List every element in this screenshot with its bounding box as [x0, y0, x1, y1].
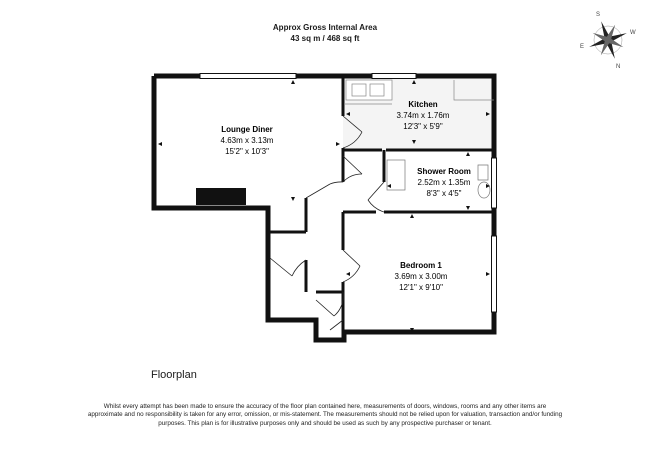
- room-shower: Shower Room 2.52m x 1.35m 8'3" x 4'5": [417, 167, 471, 198]
- chimney-breast: [196, 188, 246, 205]
- bedroom-name: Bedroom 1: [400, 261, 442, 270]
- kitchen-imperial: 12'3" x 5'9": [403, 122, 443, 131]
- room-kitchen: Kitchen 3.74m x 1.76m 12'3" x 5'9": [397, 100, 450, 131]
- room-bedroom: Bedroom 1 3.69m x 3.00m 12'1" x 9'10": [395, 261, 448, 292]
- bedroom-imperial: 12'1" x 9'10": [399, 283, 443, 292]
- kitchen-metric: 3.74m x 1.76m: [397, 111, 450, 120]
- windows: [199, 73, 497, 313]
- compass-icon: S W N E: [580, 12, 636, 70]
- room-lounge: Lounge Diner 4.63m x 3.13m 15'2" x 10'3": [221, 125, 274, 156]
- edge-markers: [158, 80, 490, 332]
- area-value: 43 sq m / 468 sq ft: [290, 34, 360, 43]
- shower-imperial: 8'3" x 4'5": [427, 189, 462, 198]
- shower-name: Shower Room: [417, 167, 471, 176]
- lounge-name: Lounge Diner: [221, 125, 273, 134]
- shower-metric: 2.52m x 1.35m: [418, 178, 471, 187]
- compass-letter-e: E: [580, 44, 584, 50]
- interior-walls: [268, 78, 494, 330]
- bedroom-metric: 3.69m x 3.00m: [395, 272, 448, 281]
- disclaimer: Whilst every attempt has been made to en…: [87, 403, 563, 427]
- compass-letter-s: S: [596, 12, 600, 18]
- door-swings: [269, 115, 385, 331]
- area-label: Approx Gross Internal Area: [272, 23, 378, 32]
- shower-fittings: [386, 159, 491, 199]
- kitchen-fittings: [344, 79, 494, 105]
- compass-letter-w: W: [630, 30, 636, 36]
- lounge-metric: 4.63m x 3.13m: [221, 136, 274, 145]
- plan-title: Floorplan: [151, 369, 197, 381]
- kitchen-name: Kitchen: [408, 100, 437, 109]
- lounge-imperial: 15'2" x 10'3": [225, 147, 269, 156]
- area-header: Approx Gross Internal Area 43 sq m / 468…: [0, 22, 650, 44]
- compass-letter-n: N: [616, 64, 620, 70]
